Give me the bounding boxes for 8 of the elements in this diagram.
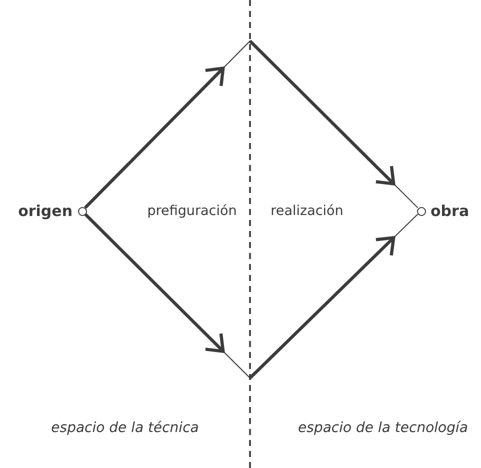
region-caption: espacio de la técnica: [51, 420, 199, 436]
region-caption: espacio de la tecnología: [298, 420, 468, 436]
phase-label: prefiguración: [147, 203, 237, 219]
arrow: [84, 212, 418, 380]
phase-label: realización: [270, 203, 344, 219]
node-label: origen: [18, 202, 72, 220]
node-label: obra: [430, 202, 470, 220]
arrow: [84, 39, 418, 210]
